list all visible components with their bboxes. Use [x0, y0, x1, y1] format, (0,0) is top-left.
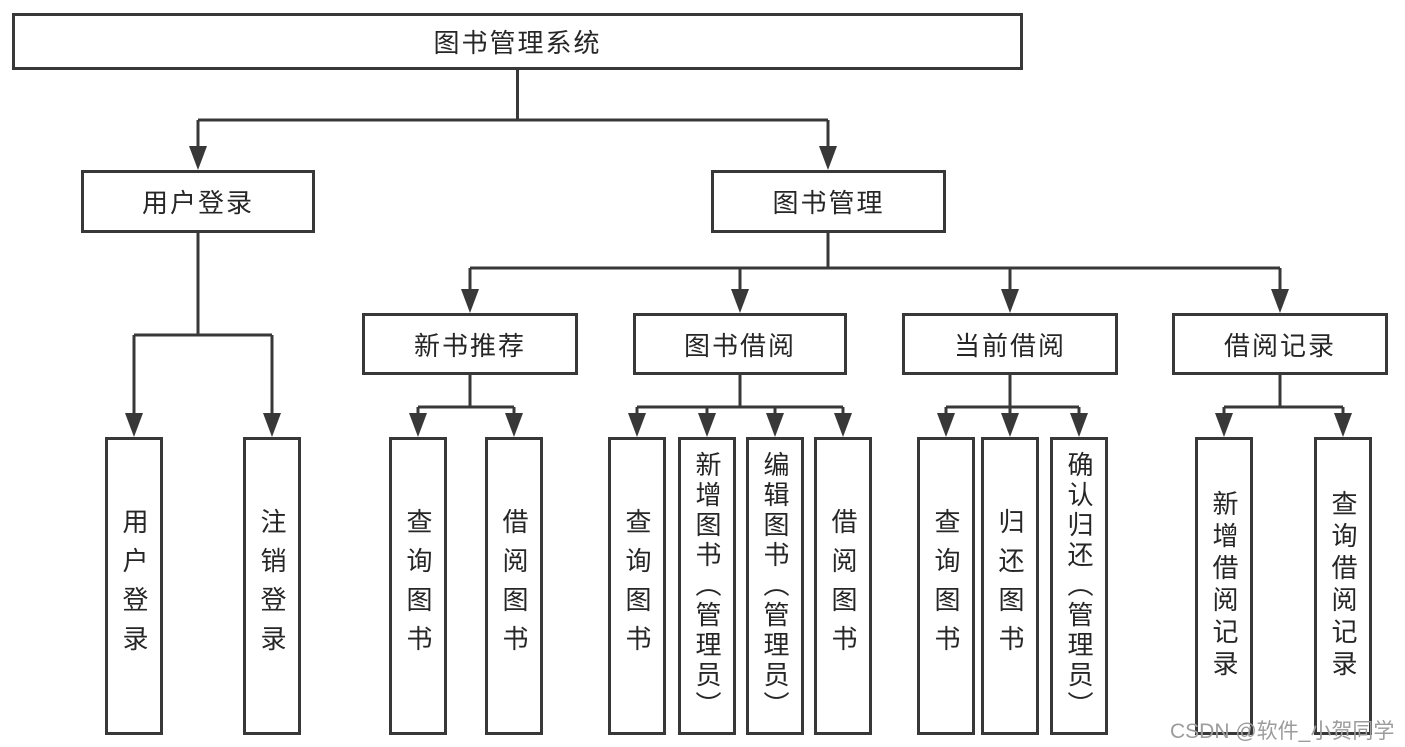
- connector-book-borrowing-to-leaves: [628, 375, 852, 437]
- connector-user-login-to-leaves: [125, 233, 281, 437]
- node-leaf-add-borrow-record: 新增借阅记录: [1195, 437, 1253, 735]
- node-leaf-borrow-books-1: 借阅图书: [485, 437, 543, 735]
- node-label: 查询图书: [931, 508, 961, 664]
- node-leaf-query-books-3: 查询图书: [917, 437, 975, 735]
- connector-borrowing-records-to-leaves: [1215, 375, 1352, 437]
- node-leaf-query-books-2: 查询图书: [608, 437, 666, 735]
- node-label: 借阅图书: [828, 508, 858, 664]
- node-leaf-add-book-admin: 新增图书（管理员）: [678, 437, 736, 735]
- node-new-book-recommendation: 新书推荐: [362, 313, 578, 375]
- node-label: 借阅图书: [499, 508, 529, 664]
- node-library-system: 图书管理系统: [12, 13, 1023, 70]
- node-book-borrowing: 图书借阅: [633, 313, 847, 375]
- node-leaf-user-login: 用户登录: [105, 437, 163, 735]
- node-leaf-confirm-return-admin: 确认归还（管理员）: [1050, 437, 1108, 735]
- node-leaf-query-books-1: 查询图书: [389, 437, 447, 735]
- node-borrowing-records: 借阅记录: [1172, 313, 1388, 375]
- node-leaf-borrow-books-2: 借阅图书: [814, 437, 872, 735]
- node-leaf-return-books: 归还图书: [981, 437, 1039, 735]
- node-leaf-edit-book-admin: 编辑图书（管理员）: [746, 437, 804, 735]
- connector-new-book-recommendation-to-leaves: [409, 375, 523, 437]
- node-label: 查询图书: [403, 508, 433, 664]
- node-label: 新增图书（管理员）: [692, 451, 722, 721]
- node-label: 注销登录: [257, 508, 287, 664]
- node-user-login: 用户登录: [81, 170, 315, 233]
- node-book-management: 图书管理: [711, 170, 946, 233]
- connector-current-borrowing-to-leaves: [937, 375, 1088, 437]
- node-leaf-query-borrow-record: 查询借阅记录: [1314, 437, 1372, 735]
- node-label: 确认归还（管理员）: [1064, 451, 1094, 721]
- node-label: 查询借阅记录: [1328, 490, 1358, 682]
- node-current-borrowing: 当前借阅: [902, 313, 1118, 375]
- node-label: 用户登录: [119, 508, 149, 664]
- connector-book-management-to-level3: [461, 233, 1289, 313]
- node-label: 编辑图书（管理员）: [760, 451, 790, 721]
- connector-root-to-level2: [189, 70, 837, 170]
- node-label: 查询图书: [622, 508, 652, 664]
- node-label: 归还图书: [995, 508, 1025, 664]
- csdn-watermark: CSDN @软件_小贺同学: [1170, 720, 1395, 743]
- node-leaf-logout: 注销登录: [243, 437, 301, 735]
- node-label: 新增借阅记录: [1209, 490, 1239, 682]
